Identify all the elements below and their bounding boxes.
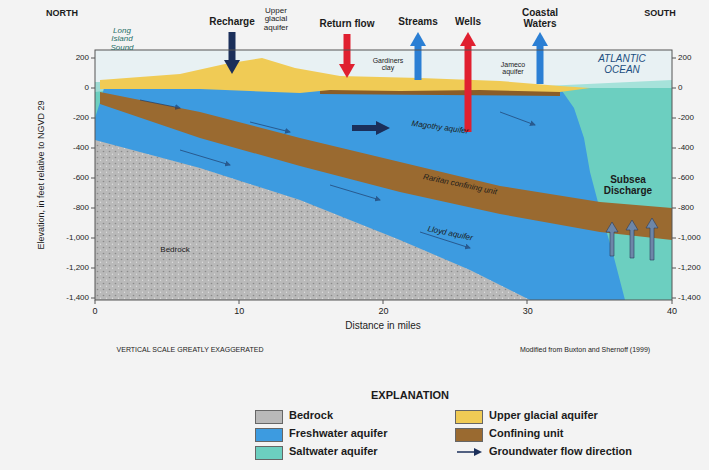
legend-swatch [255,446,283,460]
diagram-label: Subsea Discharge [598,175,658,196]
diagram-label: Raritan confining unit [422,173,497,197]
axis-tick-label: -600 [73,174,89,182]
legend-swatch [255,428,283,442]
axis-tick-label: 0 [85,84,89,92]
axis-tick-label: -800 [678,204,694,212]
legend-swatch [255,410,283,424]
axis-tick-label: 10 [234,307,244,316]
diagram-label: Wells [455,17,481,28]
legend-text: Saltwater aquifer [289,446,378,458]
legend-text: Upper glacial aquifer [489,410,598,422]
axis-tick-label: -800 [73,204,89,212]
legend-text: Groundwater flow direction [489,446,632,458]
legend-text: Bedrock [289,410,333,422]
diagram-label: Gardiners clay [366,57,410,72]
bedrock [95,140,530,300]
axis-tick-label: -1,200 [66,264,89,272]
axis-tick-label: 30 [523,307,533,316]
diagram-label: Magothy aquifer [411,120,469,136]
axis-tick-label: 0 [92,307,97,316]
axis-tick-label: 20 [378,307,388,316]
axis-tick-label: 200 [678,54,691,62]
axis-tick-label: -1,000 [66,234,89,242]
axis-tick-label: -400 [73,144,89,152]
diagram-label: Distance in miles [345,321,421,332]
axis-tick-label: -1,400 [678,294,701,302]
legend-swatch [455,410,483,424]
axis-tick-label: -200 [73,114,89,122]
diagram-label: Elevation, in feet relative to NGVD 29 [37,100,46,249]
legend-swatch [455,428,483,442]
diagram-label: Return flow [320,19,375,30]
plot-ground [95,50,672,300]
diagram-label: SOUTH [644,9,676,18]
diagram-label: Modified from Buxton and Shernoff (1999) [520,346,650,353]
diagram-label: Jameco aquifer [491,61,535,76]
diagram-label: Bedrock [160,246,189,254]
axis-tick-label: -200 [678,114,694,122]
legend-arrow [455,446,483,458]
legend-text: Freshwater aquifer [289,428,387,440]
axis-tick-label: -1,400 [66,294,89,302]
diagram-label: Streams [398,17,437,28]
diagram-label: EXPLANATION [371,390,449,402]
axis-tick-label: 40 [667,307,677,316]
axis-tick-label: 200 [76,54,89,62]
legend-text: Confining unit [489,428,564,440]
diagram-label: Recharge [209,17,255,28]
diagram-label: ATLANTIC OCEAN [592,54,652,75]
axis-tick-label: -600 [678,174,694,182]
plot-frame [95,50,672,300]
axis-tick-label: -400 [678,144,694,152]
axis-tick-label: -1,000 [678,234,701,242]
diagram-label: Lloyd aquifer [427,225,474,243]
diagram-label: Coastal Waters [515,8,565,29]
diagram-label: Long Island Sound [102,27,142,52]
diagram-label: VERTICAL SCALE GREATLY EXAGGERATED [117,346,264,353]
axis-tick-label: 0 [678,84,682,92]
axis-tick-label: -1,200 [678,264,701,272]
saltwater [95,86,672,300]
diagram-label: Upper glacial aquifer [253,7,299,32]
diagram-label: NORTH [46,9,78,18]
